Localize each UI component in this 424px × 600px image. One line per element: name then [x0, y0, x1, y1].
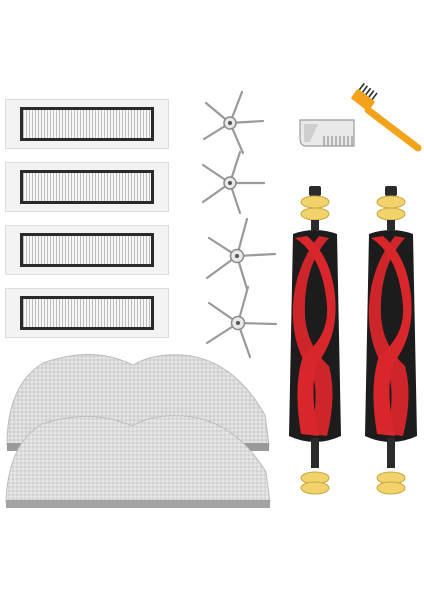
hepa-filter — [5, 225, 169, 275]
hepa-filter — [5, 99, 169, 149]
side-brush — [202, 90, 265, 155]
hepa-filter — [5, 162, 169, 212]
filter-mesh — [20, 170, 154, 204]
filter-mesh — [20, 107, 154, 141]
side-brush — [205, 285, 278, 359]
main-roller-brush — [365, 186, 417, 495]
filter-mesh — [20, 233, 154, 267]
filter-mesh — [20, 296, 154, 330]
mop-cloth — [5, 415, 271, 508]
main-roller-brush — [289, 186, 341, 495]
side-brush — [201, 150, 266, 215]
side-brush — [205, 217, 277, 291]
cleaning-comb — [299, 119, 355, 147]
cleaning-brush — [351, 82, 422, 152]
hepa-filter — [5, 288, 169, 338]
